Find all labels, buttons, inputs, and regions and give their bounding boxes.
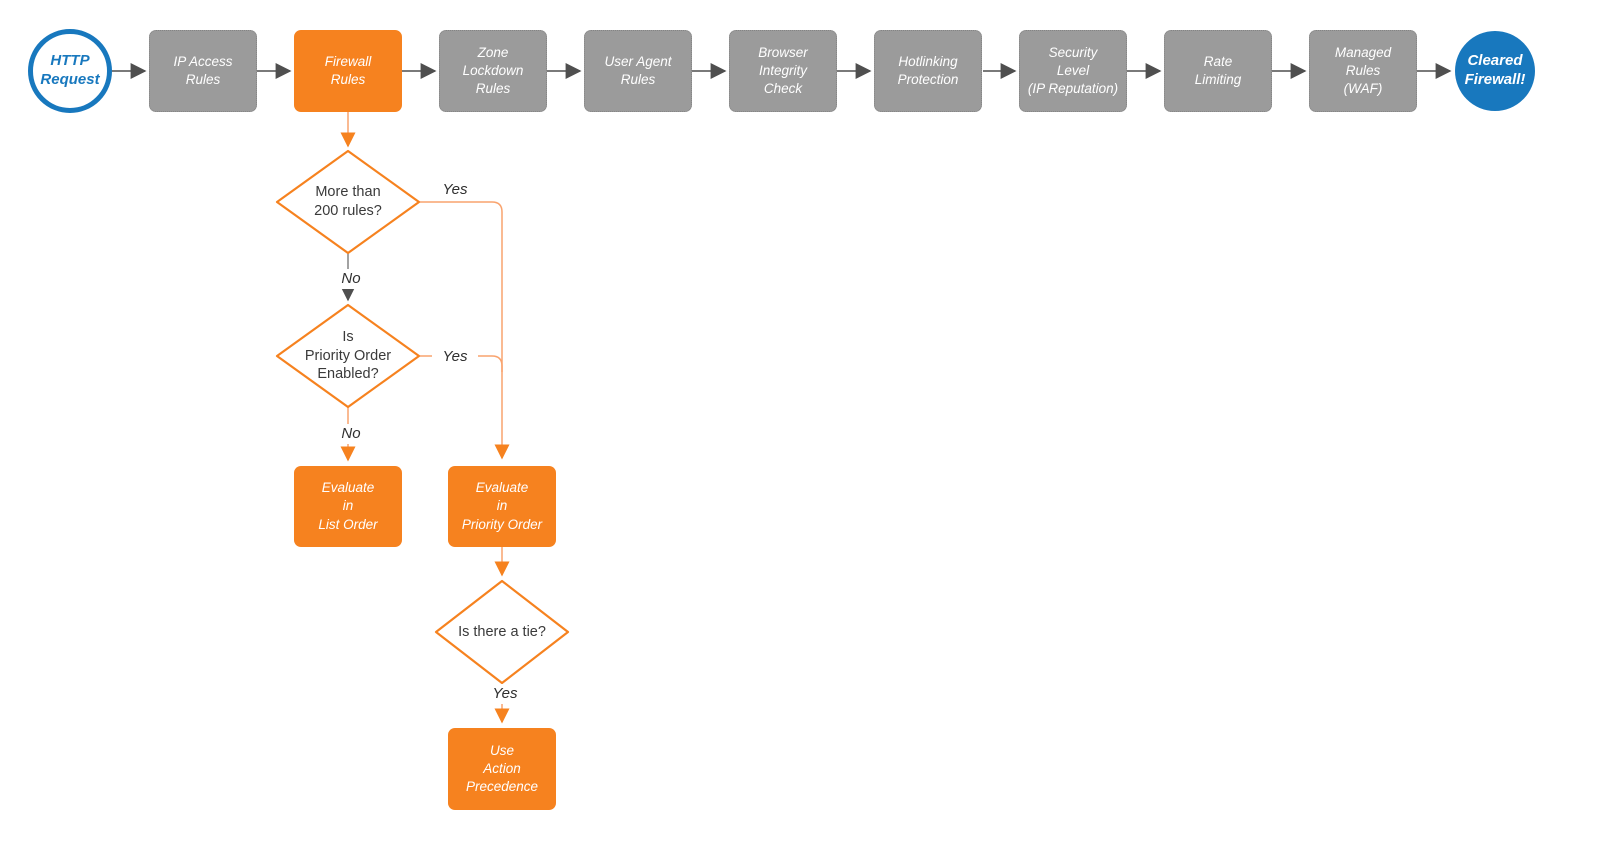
- decision-diamond-1-shape: [275, 149, 421, 255]
- http-request-label: HTTP Request: [40, 52, 100, 88]
- user-agent-rules-label: User Agent Rules: [604, 54, 672, 87]
- stage-user-agent-rules: User Agent Rules: [584, 30, 692, 112]
- decision-is-there-a-tie: Is there a tie?: [436, 586, 568, 678]
- hotlinking-protection-label: Hotlinking Protection: [897, 54, 959, 87]
- use-action-precedence-label: Use Action Precedence: [465, 742, 539, 795]
- edge-label-yes-3: Yes: [482, 684, 528, 704]
- stage-managed-rules-waf: Managed Rules (WAF): [1309, 30, 1417, 112]
- connector-yes-decision1-to-priority-order: [420, 201, 510, 460]
- action-evaluate-list-order: Evaluate in List Order: [294, 466, 402, 547]
- edge-label-yes-2: Yes: [432, 347, 478, 367]
- edge-label-yes-1: Yes: [432, 180, 478, 200]
- decision-priority-order-enabled: Is Priority Order Enabled?: [278, 310, 418, 402]
- rate-limiting-label: Rate Limiting: [1194, 54, 1242, 87]
- decision-1-label: More than 200 rules?: [314, 184, 382, 219]
- node-http-request: HTTP Request: [28, 29, 112, 113]
- stage-firewall-rules: Firewall Rules: [294, 30, 402, 112]
- action-use-action-precedence: Use Action Precedence: [448, 728, 556, 810]
- security-level-label: Security Level (IP Reputation): [1027, 45, 1119, 96]
- managed-rules-waf-label: Managed Rules (WAF): [1334, 45, 1392, 96]
- node-cleared-firewall: Cleared Firewall!: [1455, 31, 1535, 111]
- edge-label-no-1: No: [330, 269, 372, 289]
- edge-label-no-2: No: [330, 424, 372, 444]
- stage-browser-integrity-check: Browser Integrity Check: [729, 30, 837, 112]
- stage-security-level: Security Level (IP Reputation): [1019, 30, 1127, 112]
- decision-diamond-2-shape: [275, 303, 421, 409]
- firewall-rules-label: Firewall Rules: [324, 54, 372, 87]
- decision-3-label: Is there a tie?: [458, 623, 546, 640]
- stage-rate-limiting: Rate Limiting: [1164, 30, 1272, 112]
- zone-lockdown-rules-label: Zone Lockdown Rules: [462, 45, 524, 96]
- stage-ip-access-rules: IP Access Rules: [149, 30, 257, 112]
- stage-zone-lockdown-rules: Zone Lockdown Rules: [439, 30, 547, 112]
- browser-integrity-check-label: Browser Integrity Check: [758, 45, 808, 96]
- action-evaluate-priority-order: Evaluate in Priority Order: [448, 466, 556, 547]
- connector-yes-decision2-merge: [420, 355, 503, 372]
- evaluate-priority-order-label: Evaluate in Priority Order: [461, 480, 543, 532]
- cleared-firewall-label: Cleared Firewall!: [1464, 52, 1526, 88]
- decision-2-label: Is Priority Order Enabled?: [304, 328, 392, 383]
- stage-hotlinking-protection: Hotlinking Protection: [874, 30, 982, 112]
- decision-more-than-200-rules: More than 200 rules?: [278, 156, 418, 248]
- decision-diamond-3-shape: [434, 579, 570, 685]
- evaluate-list-order-label: Evaluate in List Order: [318, 480, 378, 532]
- ip-access-rules-label: IP Access Rules: [173, 54, 233, 87]
